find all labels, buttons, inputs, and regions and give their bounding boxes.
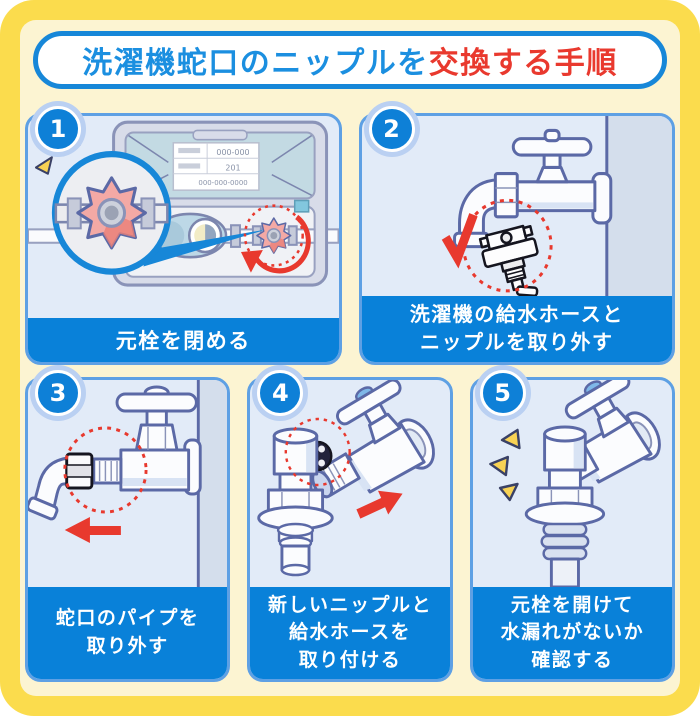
poster-background: 洗濯機蛇口のニップルを交換する手順 1 — [20, 20, 680, 696]
connected-nipple-hose-icon — [524, 425, 605, 587]
sticker-row2: 201 — [225, 162, 240, 172]
sticker-row1: 000-000 — [216, 147, 249, 157]
page-title: 洗濯機蛇口のニップルを交換する手順 — [33, 31, 667, 89]
remove-pipe-scene — [28, 380, 228, 587]
step-panel-4-body: 新しいニップルと 給水ホースを 取り付ける — [247, 377, 453, 682]
nipple-icon — [478, 224, 539, 296]
caption-line: 給水ホースを — [288, 621, 412, 644]
steps-grid: 1 — [20, 106, 680, 682]
step-panel-1: 1 — [25, 106, 342, 365]
caption-line: 元栓を開けて — [510, 593, 634, 616]
step-panel-1-body: 000-000 201 000-000-0000 — [25, 113, 342, 365]
water-meter-scene: 000-000 201 000-000-0000 — [28, 120, 339, 287]
check-leak-scene — [488, 380, 661, 587]
step-panel-2-body: 洗濯機の給水ホースと ニップルを取り外す — [358, 113, 675, 365]
caption-line: 蛇口のパイプを — [55, 607, 200, 630]
step-number-badge: 5 — [479, 370, 526, 416]
caption-line: 取り付ける — [298, 648, 402, 671]
caption-line: 新しいニップルと — [267, 593, 432, 616]
faucet-icon — [311, 380, 436, 499]
red-check-icon — [441, 213, 478, 269]
caption-line: 水漏れがないか — [500, 621, 645, 644]
magnifier-pointer — [143, 229, 267, 267]
caption-line: ニップルを取り外す — [420, 330, 614, 354]
new-nipple-hose-icon — [257, 427, 335, 577]
step-number-badge: 1 — [35, 106, 81, 152]
step-number-badge: 2 — [368, 106, 415, 152]
step1-caption: 元栓を閉める — [28, 318, 339, 362]
caption-line: 洗濯機の給水ホースと — [409, 302, 624, 327]
faucet-icon — [92, 385, 202, 496]
remove-nipple-scene — [441, 116, 672, 296]
red-arrow-icon — [356, 490, 403, 519]
red-arrow-icon — [64, 517, 121, 543]
rotate-dashed-circle — [243, 204, 304, 267]
step4-caption: 新しいニップルと 給水ホースを 取り付ける — [250, 587, 450, 679]
caption-line: 元栓を閉める — [115, 329, 251, 353]
step5-caption: 元栓を開けて 水漏れがないか 確認する — [472, 587, 672, 679]
step3-illustration — [28, 380, 228, 587]
step2-caption: 洗濯機の給水ホースと ニップルを取り外す — [361, 296, 672, 362]
magnifier-icon — [51, 151, 172, 275]
sparkle-icon — [488, 428, 521, 502]
highlight-dashed-circle — [63, 426, 148, 514]
step-panel-5: 5 — [469, 370, 675, 682]
caption-line: 取り外す — [86, 635, 169, 657]
box-clasp — [293, 199, 310, 213]
step3-caption: 蛇口のパイプを 取り外す — [28, 587, 228, 679]
pipe-nut-icon — [65, 452, 94, 490]
title-emphasis-text: 交換する手順 — [428, 46, 618, 81]
steps-row-1: 1 — [25, 106, 675, 365]
step4-illustration — [250, 380, 449, 587]
highlight-dashed-circle — [284, 417, 352, 487]
step-number-badge: 4 — [257, 370, 304, 416]
step5-illustration — [473, 380, 672, 587]
attach-nipple-scene — [257, 380, 436, 577]
sticker-row3: 000-000-0000 — [198, 178, 248, 187]
wall — [198, 380, 228, 587]
rotate-arrow — [253, 214, 311, 274]
caption-line: 確認する — [531, 648, 614, 671]
step-panel-5-body: 元栓を開けて 水漏れがないか 確認する — [469, 377, 675, 682]
steps-row-2: 3 — [25, 370, 675, 682]
step-panel-3-body: 蛇口のパイプを 取り外す — [25, 377, 231, 682]
step2-illustration — [362, 116, 672, 296]
faucet-icon — [452, 128, 612, 249]
wall — [606, 116, 672, 296]
step-panel-2: 2 — [358, 106, 675, 365]
step-panel-4: 4 — [247, 370, 453, 682]
step-number-badge: 3 — [35, 370, 81, 416]
title-lead-text: 洗濯機蛇口のニップルを — [82, 46, 429, 81]
highlight-dashed-circle — [461, 198, 553, 293]
spout-pipe-icon — [28, 456, 71, 521]
meter-id-sticker: 000-000 201 000-000-0000 — [172, 142, 260, 191]
step-panel-3: 3 — [25, 370, 231, 682]
main-valve-icon — [256, 217, 292, 254]
step1-illustration: 000-000 201 000-000-0000 — [28, 116, 339, 318]
valve-handle-icon — [76, 176, 147, 250]
